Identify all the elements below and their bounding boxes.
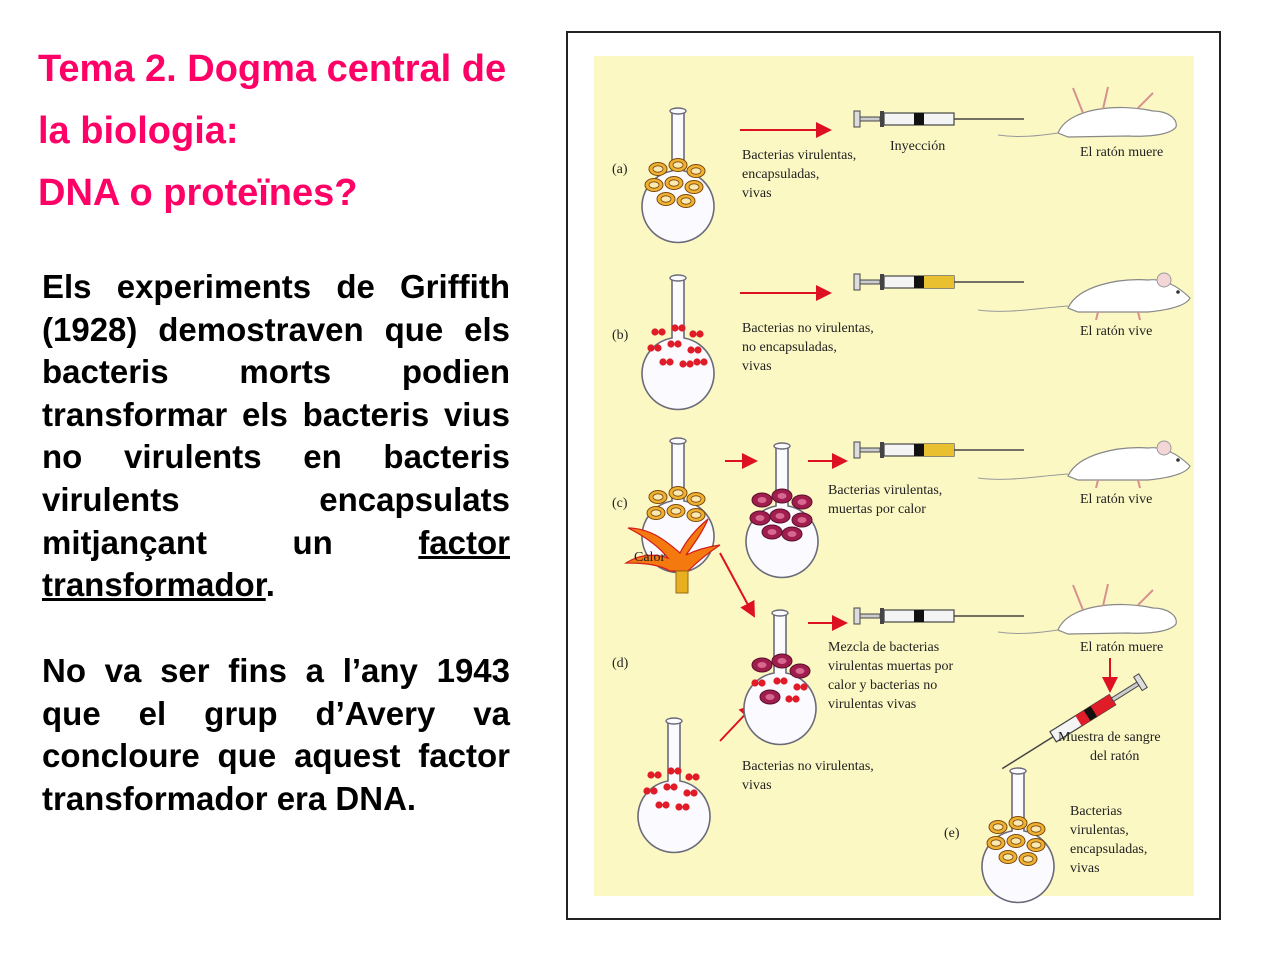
label-heat: Calor [634,550,665,565]
label-injection: Inyección [890,139,945,154]
title-line-2: la biologia: [38,110,239,152]
avery-text: No va ser fins a l’any 1943 que el grup … [42,652,510,817]
griffith-text: Els experiments de Griffith (1928) demos… [42,268,510,561]
label-c-bacteria: Bacterias virulentas, muertas por calor [828,483,946,517]
label-e-bacteria: Bacterias virulentas, encapsuladas, viva… [1070,804,1151,876]
griffith-period: . [265,566,275,604]
title-line-1: Tema 2. Dogma central de [38,48,507,90]
panel-label-d: (d) [612,656,629,671]
panel-a: (a) Bacterias virulentas, encapsuladas, … [612,86,1178,244]
griffith-paragraph: Els experiments de Griffith (1928) demos… [42,266,510,607]
arrow-d-from-dead [719,552,755,618]
panel-e: (e) Bacterias virulentas, encapsuladas, … [944,767,1151,904]
avery-paragraph: No va ser fins a l’any 1943 que el grup … [42,650,510,820]
panel-label-a: (a) [612,162,628,177]
panel-label-b: (b) [612,328,629,343]
slide-title: Tema 2. Dogma central de la biologia: DN… [38,38,578,224]
title-line-3: DNA o proteïnes? [38,172,358,214]
label-d-mix: Mezcla de bacterias virulentas muertas p… [828,640,957,712]
label-a-result: El ratón muere [1080,145,1163,160]
griffith-experiment-figure: (a) Bacterias virulentas, encapsuladas, … [566,31,1221,920]
label-d-result: El ratón muere [1080,640,1163,655]
panel-d: (d) Mezcla de bacterias virulentas muert… [612,552,1178,854]
syringe-blood [1001,673,1148,770]
label-a-bacteria: Bacterias virulentas, encapsuladas, viva… [742,148,860,201]
panel-label-e: (e) [944,826,960,841]
flame-icon [624,518,721,594]
panel-label-c: (c) [612,496,628,511]
label-blood-sample: Muestra de sangre del ratón [1058,730,1164,764]
panel-b: (b) Bacterias no virulentas, no encapsul… [612,272,1191,411]
transforming-factor-term: factor transformador [42,523,510,604]
panel-c: (c) Calor Bacterias virulentas, muertas … [612,437,1191,594]
label-c-result: El ratón vive [1080,492,1152,507]
label-b-bacteria: Bacterias no virulentas, no encapsuladas… [742,321,877,374]
label-b-result: El ratón vive [1080,324,1152,339]
label-d-bacteria: Bacterias no virulentas, vivas [742,759,877,793]
